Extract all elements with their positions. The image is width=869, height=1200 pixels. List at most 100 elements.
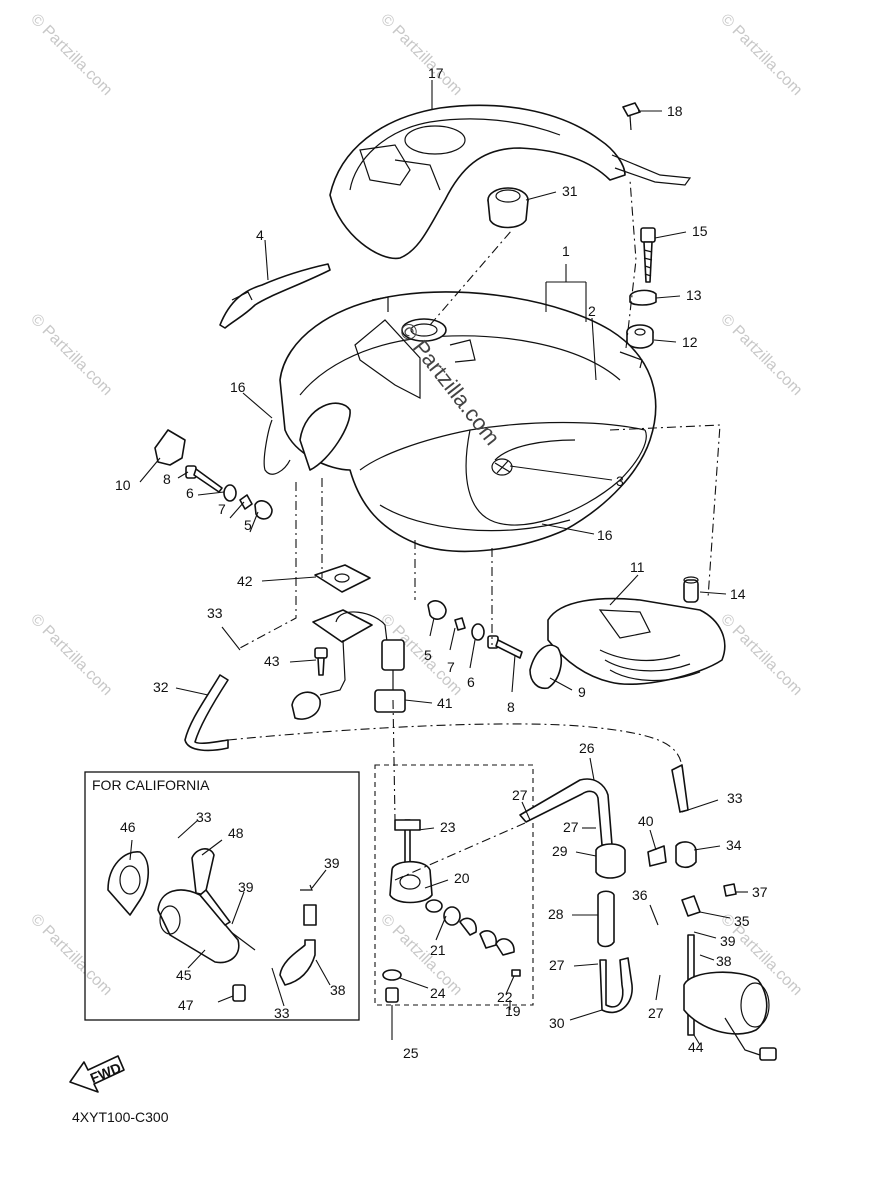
callout-24: 24 — [430, 985, 446, 1001]
callout-38a: 38 — [716, 953, 732, 969]
callout-37: 37 — [752, 884, 768, 900]
bolt-part-43 — [314, 647, 328, 676]
callout-16a: 16 — [230, 379, 246, 395]
callout-47: 47 — [178, 997, 194, 1013]
callout-39a: 39 — [720, 933, 736, 949]
callout-26: 26 — [579, 740, 595, 756]
callout-25: 25 — [403, 1045, 419, 1061]
fwd-arrow: FWD — [69, 1055, 125, 1093]
assembly-lines — [227, 179, 721, 881]
callout-48: 48 — [228, 825, 244, 841]
callout-44: 44 — [688, 1039, 704, 1055]
callout-39c: 39 — [238, 879, 254, 895]
callout-42: 42 — [237, 573, 253, 589]
callout-29: 29 — [552, 843, 568, 859]
watermark-text: © Partzilla.com — [377, 11, 465, 99]
callout-10: 10 — [115, 477, 131, 493]
bracket-part-9 — [529, 644, 562, 690]
watermark-text: © Partzilla.com — [717, 11, 805, 99]
callout-30: 30 — [549, 1015, 565, 1031]
watermark-text: © Partzilla.com — [27, 311, 115, 399]
fuel-cock-parts — [382, 819, 521, 1003]
callout-16b: 16 — [597, 527, 613, 543]
fuel-cock-group-19 — [374, 764, 534, 1006]
tank-cover-part-17 — [329, 104, 692, 260]
callout-22: 22 — [497, 989, 513, 1005]
callout-5a: 5 — [244, 517, 252, 533]
vacuum-valve-parts — [647, 764, 777, 1061]
fuel-sender-part-41 — [291, 609, 406, 720]
hose-part-32 — [184, 674, 229, 752]
callout-27d: 27 — [648, 1005, 664, 1021]
damper-part-13 — [629, 289, 657, 306]
watermark-text: © Partzilla.com — [717, 311, 805, 399]
callout-7b: 7 — [447, 659, 455, 675]
filter-part-28-29 — [595, 843, 626, 948]
hardware-lower — [427, 600, 523, 659]
callout-20: 20 — [454, 870, 470, 886]
callout-33d: 33 — [274, 1005, 290, 1021]
callout-8a: 8 — [163, 471, 171, 487]
callout-3: 3 — [616, 473, 624, 489]
callout-27c: 27 — [549, 957, 565, 973]
callout-36: 36 — [632, 887, 648, 903]
callout-27b: 27 — [563, 819, 579, 835]
callout-46: 46 — [120, 819, 136, 835]
callout-40: 40 — [638, 813, 654, 829]
hose-part-16-left — [263, 402, 351, 475]
diagram-code: 4XYT100-C300 — [72, 1109, 169, 1125]
leader-lines — [129, 80, 748, 1046]
hardware-upper — [185, 465, 273, 520]
callout-8b: 8 — [507, 699, 515, 715]
bracket-part-10 — [154, 429, 186, 466]
tank-side-cover-part-11 — [547, 597, 726, 686]
callout-33b: 33 — [727, 790, 743, 806]
fuel-cap-part-31 — [487, 187, 529, 229]
bushing-part-14 — [683, 576, 699, 603]
callout-18: 18 — [667, 103, 683, 119]
callout-17: 17 — [428, 65, 444, 81]
callout-32: 32 — [153, 679, 169, 695]
callout-4: 4 — [256, 227, 264, 243]
watermark-text: © Partzilla.com — [27, 611, 115, 699]
callout-14: 14 — [730, 586, 746, 602]
fwd-label: FWD — [88, 1059, 124, 1086]
damper-part-12 — [626, 324, 654, 349]
callout-41: 41 — [437, 695, 453, 711]
callout-7a: 7 — [218, 501, 226, 517]
callout-9: 9 — [578, 684, 586, 700]
watermark-text: © Partzilla.com — [717, 611, 805, 699]
emblem-part-4 — [219, 263, 331, 329]
callout-1: 1 — [562, 243, 570, 259]
callout-27a: 27 — [512, 787, 528, 803]
callout-33c: 33 — [196, 809, 212, 825]
california-parts — [107, 848, 317, 1002]
california-box — [84, 771, 360, 1021]
callout-21: 21 — [430, 942, 446, 958]
callout-23: 23 — [440, 819, 456, 835]
callout-43: 43 — [264, 653, 280, 669]
gasket-part-42 — [314, 564, 371, 593]
callout-19: 19 — [505, 1003, 521, 1019]
callout-6b: 6 — [467, 674, 475, 690]
callout-13: 13 — [686, 287, 702, 303]
callout-39b: 39 — [324, 855, 340, 871]
watermark-text: © Partzilla.com — [27, 11, 115, 99]
callout-6a: 6 — [186, 485, 194, 501]
callout-34: 34 — [726, 837, 742, 853]
callout-38b: 38 — [330, 982, 346, 998]
fuel-tank-part-1 — [279, 291, 657, 553]
hose-part-30 — [599, 957, 633, 1014]
hose-part-26 — [519, 778, 613, 846]
callout-33a: 33 — [207, 605, 223, 621]
callout-5b: 5 — [424, 647, 432, 663]
callout-15: 15 — [692, 223, 708, 239]
bolt-part-15 — [640, 227, 656, 283]
callout-28: 28 — [548, 906, 564, 922]
callout-2: 2 — [588, 303, 596, 319]
callout-11: 11 — [630, 559, 645, 575]
clip-part-18 — [622, 102, 641, 131]
watermark-text: © Partzilla.com — [27, 911, 115, 999]
